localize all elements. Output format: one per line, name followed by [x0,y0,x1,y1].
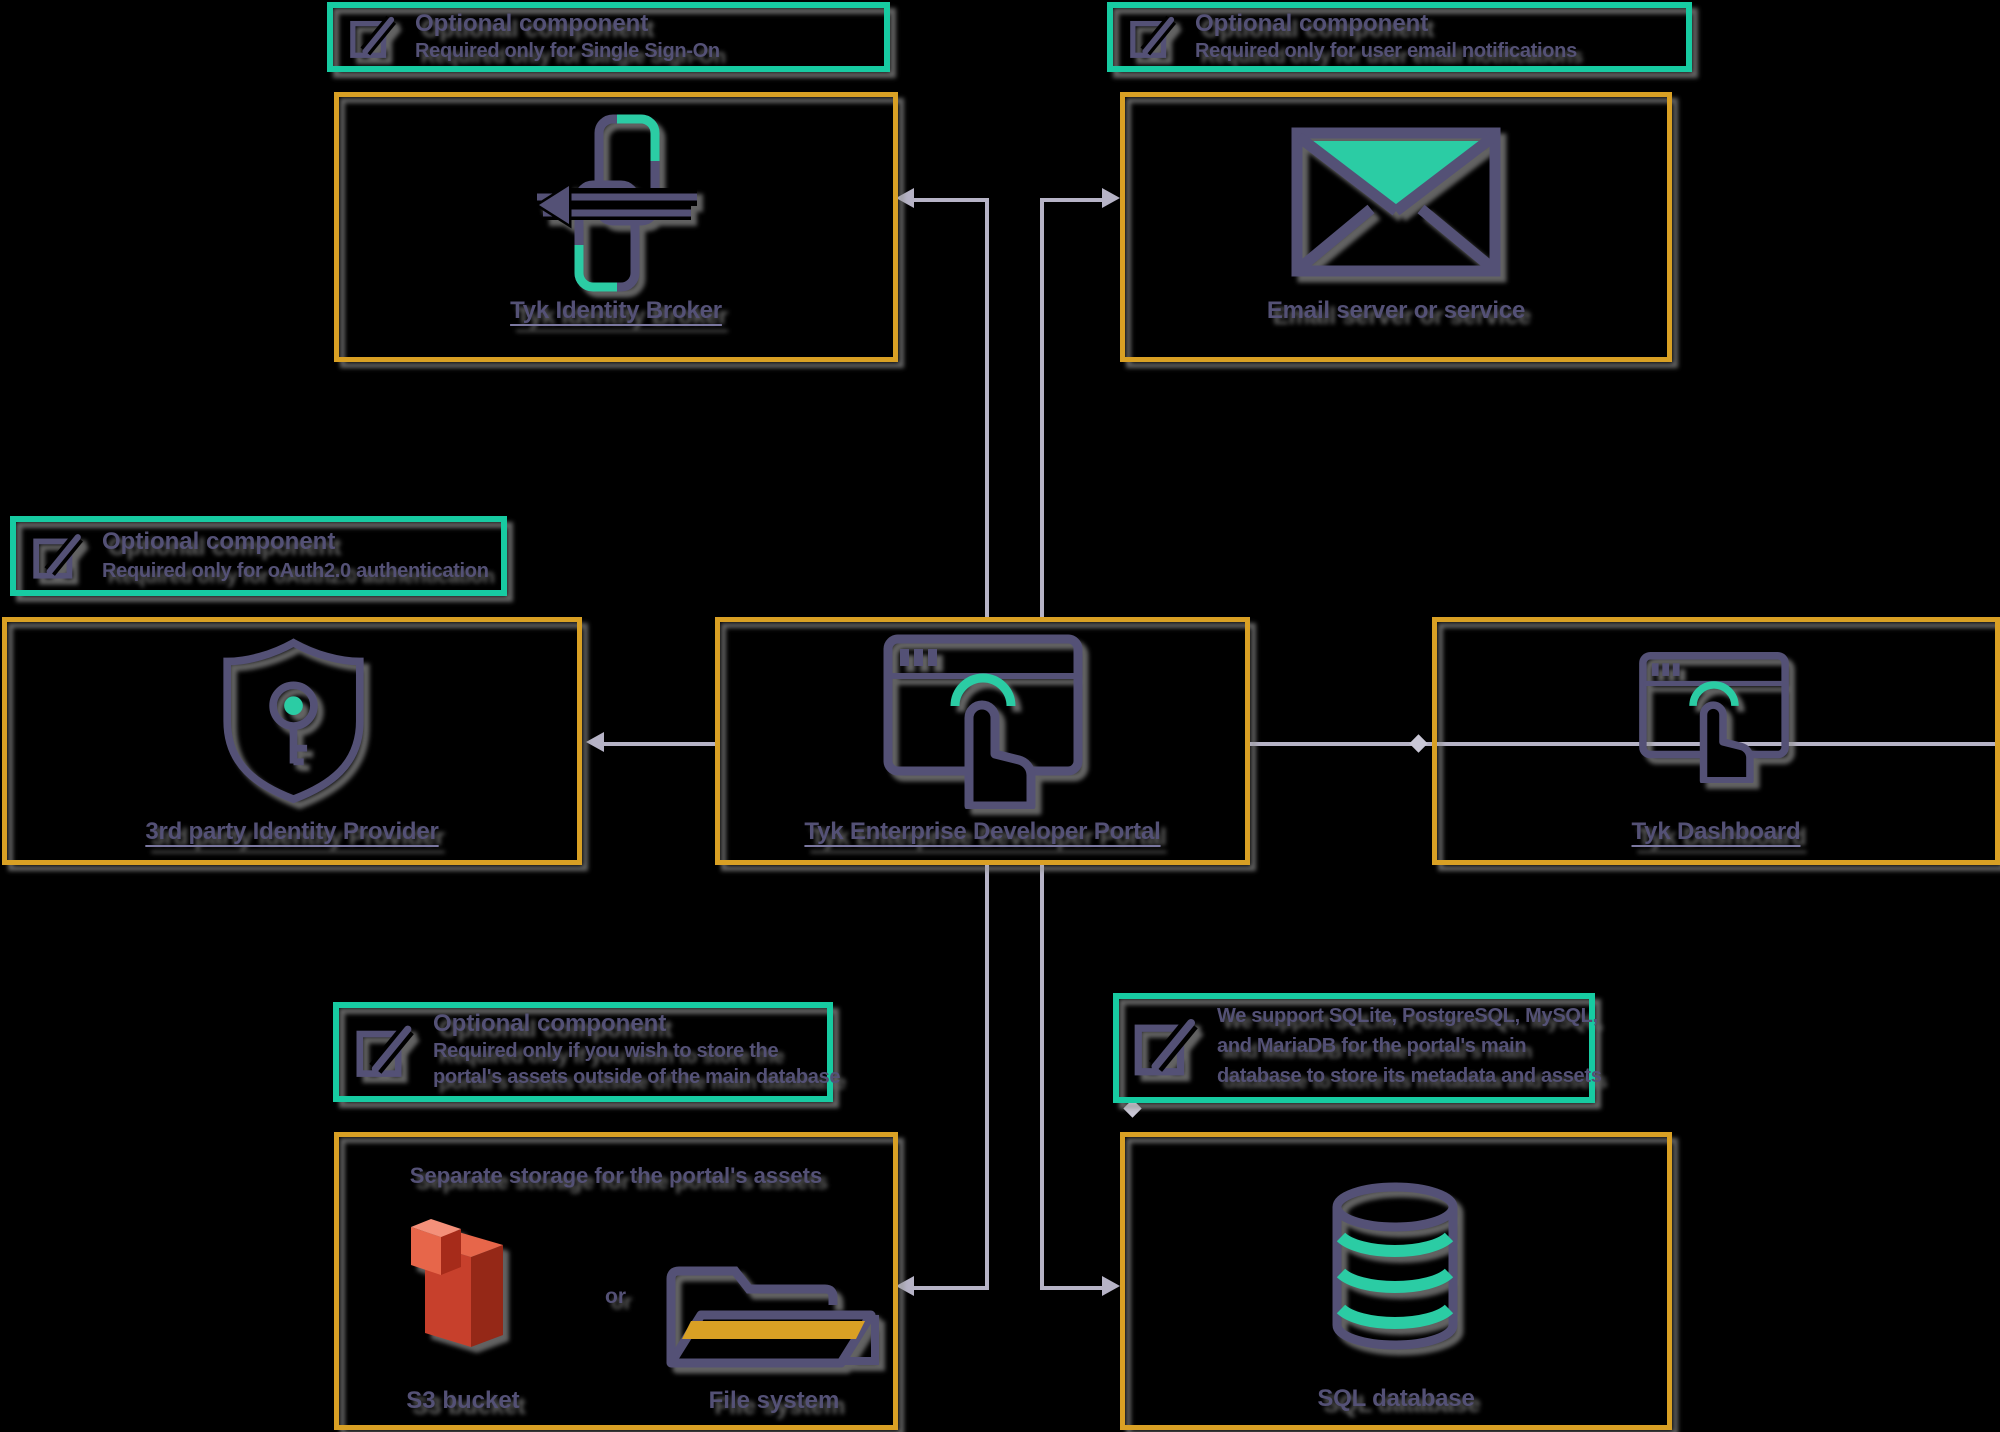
identity-provider-label: 3rd party Identity Provider [145,818,439,845]
asset-storage-title: Separate storage for the portal's assets [409,1163,823,1188]
connector-portal-to-database-h [1040,1286,1105,1290]
edit-icon [1134,1017,1198,1076]
arrowhead-into-asset-storage [896,1276,914,1296]
node-sql-database: SQL database [1120,1132,1672,1430]
node-identity-provider: 3rd party Identity Provider [2,617,582,865]
annotation-line: database to store its metadata and asset… [1217,1065,1602,1087]
node-dashboard: Tyk Dashboard [1432,617,2000,865]
filesystem-folder-icon [666,1266,879,1368]
edit-icon [350,15,397,58]
filesystem-label: File system [708,1387,840,1414]
connector-portal-to-dashboard [1248,742,2000,746]
edit-icon [356,1024,414,1077]
annotation-email: Optional component Required only for use… [1107,2,1692,72]
annotation-heading: Optional component [415,10,649,37]
arrowhead-into-email-server [1102,188,1120,208]
node-email-server: Email server or service [1120,92,1672,362]
annotation-asset-storage: Optional component Required only if you … [333,1002,841,1102]
sql-database-label: SQL database [1317,1385,1475,1412]
annotation-sso: Optional component Required only for Sin… [327,2,890,72]
arrowhead-into-identity-provider [586,732,604,752]
database-icon [1332,1182,1458,1350]
node-asset-storage: Separate storage for the portal's assets… [334,1132,898,1430]
node-identity-broker: Tyk Identity Broker [334,92,898,362]
annotation-line: Required only for user email notificatio… [1195,40,1577,62]
annotation-database-support: We support SQLite, PostgreSQL, MySQL, an… [1113,993,1602,1103]
annotation-line: We support SQLite, PostgreSQL, MySQL, [1217,1005,1598,1027]
connector-endpoint-diamond [1409,734,1428,753]
connector-portal-to-idp [602,742,718,746]
dashboard-browser-tap-icon [1639,652,1789,783]
email-server-label: Email server or service [1266,297,1526,324]
shield-key-icon [223,638,364,804]
edit-icon [1130,15,1177,58]
connector-portal-to-storage-v [985,865,989,1288]
annotation-line: and MariaDB for the portal's main [1217,1035,1527,1057]
browser-tap-icon [883,634,1083,809]
dashboard-label: Tyk Dashboard [1631,818,1801,845]
identity-broker-icon [537,114,697,292]
developer-portal-label: Tyk Enterprise Developer Portal [804,818,1161,845]
email-icon [1291,127,1501,277]
or-label: or [605,1285,626,1308]
s3-bucket-icon [411,1219,503,1347]
arrowhead-into-sql-database [1102,1276,1120,1296]
connector-portal-to-email-v [1040,200,1044,617]
annotation-heading: Optional component [1195,10,1429,37]
annotation-line: Required only for oAuth2.0 authenticatio… [102,560,489,582]
arrowhead-into-identity-broker [896,188,914,208]
s3-bucket-label: S3 bucket [406,1387,520,1414]
connector-portal-to-broker-h [912,198,989,202]
annotation-line: portal's assets outside of the main data… [433,1066,841,1088]
node-developer-portal: Tyk Enterprise Developer Portal [715,617,1250,865]
annotation-line: Required only if you wish to store the [433,1040,779,1062]
connector-portal-to-email-h [1040,198,1105,202]
annotation-heading: Optional component [433,1010,667,1037]
identity-broker-label: Tyk Identity Broker [510,297,722,324]
annotation-line: Required only for Single Sign-On [415,40,720,62]
connector-portal-to-database-v [1040,865,1044,1288]
connector-portal-to-broker-v [985,200,989,617]
connector-portal-to-storage-h [912,1286,989,1290]
annotation-heading: Optional component [102,528,336,555]
edit-icon [33,532,83,579]
annotation-oauth: Optional component Required only for oAu… [10,516,507,596]
